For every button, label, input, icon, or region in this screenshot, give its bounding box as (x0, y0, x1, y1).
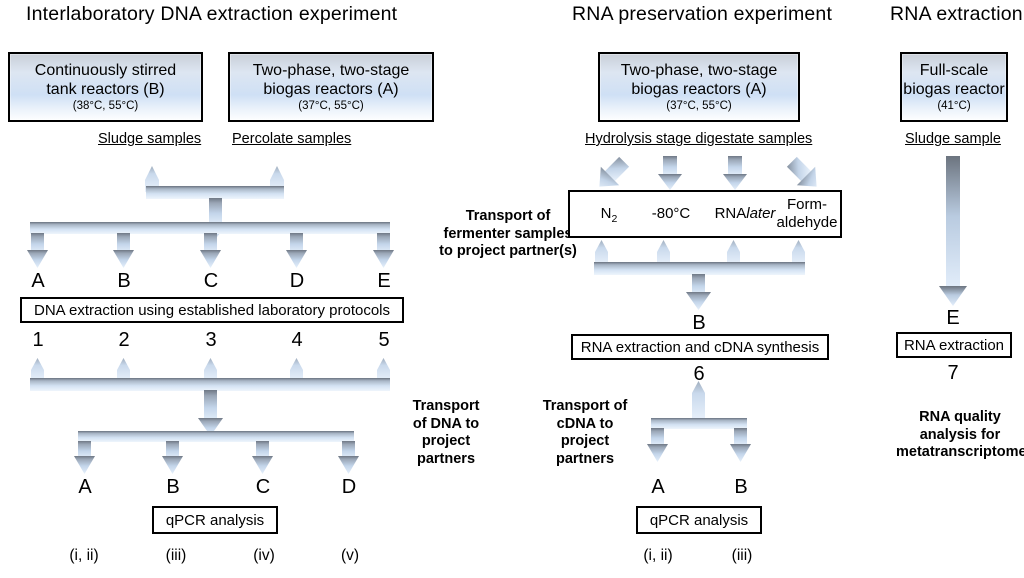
reactor-box-twophase-dna: Two-phase, two-stage biogas reactors (A)… (228, 52, 434, 122)
cdna-number-6: 6 (693, 363, 705, 385)
dna-pool-manifold (30, 358, 390, 436)
reactor-box-fullscale-temps: (41°C) (937, 99, 971, 112)
column-title-rna-preservation: RNA preservation experiment (572, 3, 833, 25)
transport-dna-note-line4: partners (416, 450, 476, 467)
dna-split-letter-d: D (289, 270, 305, 292)
dna-partner-letter-d: D (341, 476, 357, 498)
rna-partner-letter-a: A (651, 476, 665, 498)
transport-cdna-note: Transport of cDNA to project partners (535, 398, 635, 468)
cdna-split-manifold (647, 381, 751, 462)
reactor-box-twophase-dna-line1: Two-phase, two-stage (252, 61, 410, 79)
reactor-box-fullscale: Full-scale biogas reactor (41°C) (900, 52, 1008, 122)
rna-roman-i-ii: (i, ii) (643, 547, 673, 564)
dna-extract-number-4: 4 (291, 329, 303, 351)
reactor-box-fullscale-line2: biogas reactor (903, 80, 1005, 98)
transport-dna-note-line2: of DNA to (412, 415, 480, 432)
dna-partner-letter-a: A (78, 476, 92, 498)
transport-fermenter-note-line3: to project partner(s) (439, 243, 577, 259)
rna-extraction-long-arrow (939, 156, 967, 306)
transport-cdna-note-line2: cDNA to (556, 415, 614, 432)
sample-label-hydrolysis: Hydrolysis stage digestate samples (585, 131, 813, 147)
rna-quality-note-line3: metatranscriptome (896, 444, 1024, 460)
reactor-box-cstr-line2: tank reactors (B) (46, 80, 165, 98)
reactor-box-twophase-rna-line2: biogas reactors (A) (631, 80, 767, 98)
rna-quality-note-line2: analysis for (919, 426, 1001, 443)
reactor-box-fullscale-line1: Full-scale (919, 61, 989, 79)
dna-extraction-protocol-box: DNA extraction using established laborat… (20, 297, 404, 323)
transport-dna-note-line1: Transport (412, 398, 480, 414)
dna-extract-number-1: 1 (32, 329, 44, 351)
dna-roman-v: (v) (340, 547, 360, 564)
transport-fermenter-note: Transport of fermenter samples to projec… (432, 208, 584, 261)
transport-fermenter-note-line2: fermenter samples (443, 225, 573, 242)
reactor-box-twophase-dna-line2: biogas reactors (A) (263, 80, 399, 98)
dna-roman-i-ii: (i, ii) (69, 547, 99, 564)
preservation-method-n2: N2 (600, 205, 618, 225)
reactor-box-twophase-rna: Two-phase, two-stage biogas reactors (A)… (598, 52, 800, 122)
dna-partner-letter-b: B (166, 476, 180, 498)
sample-label-sludge: Sludge samples (98, 131, 202, 147)
transport-dna-note: Transport of DNA to project partners (404, 398, 488, 468)
dna-extract-number-5: 5 (378, 329, 390, 351)
preservation-method-rnalater: RNAlater (714, 205, 776, 222)
rna-extraction-box: RNA extraction (896, 332, 1012, 358)
rna-qpcr-box: qPCR analysis (636, 506, 762, 534)
rna-cdna-synthesis-box: RNA extraction and cDNA synthesis (571, 334, 829, 360)
rna-extraction-number-7: 7 (947, 362, 959, 384)
dna-extract-number-2: 2 (118, 329, 130, 351)
sample-label-sludge-single: Sludge sample (905, 131, 1001, 147)
rna-quality-note: RNA quality analysis for metatranscripto… (896, 409, 1024, 462)
transport-fermenter-note-line1: Transport of (465, 208, 551, 224)
transport-cdna-note-line1: Transport of (542, 398, 628, 414)
rna-roman-iii: (iii) (731, 547, 753, 564)
dna-distribution-manifold (27, 222, 394, 268)
reactor-box-cstr-temps: (38°C, 55°C) (72, 99, 139, 112)
preservation-methods-box: N2 -80°C RNAlater Form-aldehyde (568, 190, 842, 238)
preservation-method-minus80: -80°C (651, 205, 691, 222)
dna-roman-iv: (iv) (253, 547, 275, 564)
reactor-box-cstr-line1: Continuously stirred (34, 61, 177, 79)
dna-split-letter-e: E (377, 270, 391, 292)
column-title-rna-extraction: RNA extraction (890, 3, 1023, 25)
dna-split-letter-c: C (203, 270, 219, 292)
rna-pool-manifold (594, 240, 805, 310)
column-title-dna: Interlaboratory DNA extraction experimen… (26, 3, 398, 25)
dna-partner-letter-c: C (255, 476, 271, 498)
reactor-box-cstr: Continuously stirred tank reactors (B) (… (8, 52, 203, 122)
reactor-box-twophase-rna-line1: Two-phase, two-stage (620, 61, 778, 79)
rna-extraction-letter-e: E (946, 307, 960, 329)
rna-preservation-inflow-arrows (599, 156, 817, 190)
reactor-box-twophase-dna-temps: (37°C, 55°C) (298, 99, 364, 112)
rna-merge-letter-b: B (692, 312, 706, 334)
transport-cdna-note-line3: project (560, 433, 610, 449)
rna-partner-letter-b: B (734, 476, 748, 498)
sample-label-percolate: Percolate samples (232, 131, 352, 147)
dna-qpcr-box: qPCR analysis (152, 506, 278, 534)
preservation-method-formaldehyde: Form-aldehyde (776, 196, 838, 231)
transport-cdna-note-line4: partners (555, 450, 615, 467)
dna-extract-number-3: 3 (205, 329, 217, 351)
reactor-box-twophase-rna-temps: (37°C, 55°C) (666, 99, 732, 112)
dna-split-letter-a: A (31, 270, 45, 292)
dna-roman-iii: (iii) (165, 547, 187, 564)
dna-partner-manifold (74, 431, 359, 474)
transport-dna-note-line3: project (421, 433, 471, 449)
dna-split-letter-b: B (117, 270, 131, 292)
rna-quality-note-line1: RNA quality (919, 409, 1001, 425)
